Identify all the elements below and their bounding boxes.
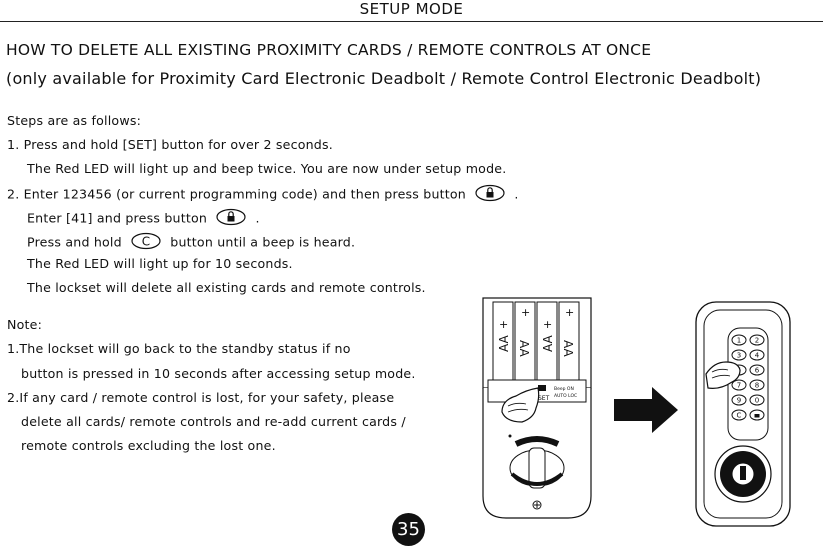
step-1-line-1: 1. Press and hold [SET] button for over …	[7, 137, 333, 152]
note-2-line-1: 2.If any card / remote control is lost, …	[7, 390, 395, 405]
step-2-line-1: 2. Enter 123456 (or current programming …	[7, 184, 519, 206]
keypad-key	[731, 379, 747, 391]
keypad-key	[731, 409, 747, 421]
note-1-line-1: 1.The lockset will go back to the standb…	[7, 341, 351, 356]
svg-text:+: +	[543, 318, 552, 331]
note-title: Note:	[7, 317, 43, 332]
note-2-line-3: remote controls excluding the lost one.	[21, 438, 276, 453]
keypad-key	[749, 379, 765, 391]
keypad-key	[749, 349, 765, 361]
svg-text:+: +	[521, 306, 530, 319]
page-number-badge: 35	[392, 513, 425, 546]
keypad-key	[749, 394, 765, 406]
step-2-line-4: The Red LED will light up for 10 seconds…	[27, 256, 293, 271]
header-title: SETUP MODE	[359, 0, 464, 18]
switch-label-1: Beep ON	[554, 386, 574, 392]
keypad-key-label: C	[737, 412, 742, 420]
steps-intro: Steps are as follows:	[7, 113, 142, 128]
keypad-key-label: 3	[737, 352, 741, 360]
step-2-line-3: Press and hold C button until a beep is …	[27, 232, 355, 254]
keypad-key-label: 6	[755, 367, 760, 375]
step-2-enter-period: .	[255, 210, 260, 226]
c-key-label: C	[142, 234, 151, 248]
step-2-enter-text: Enter [41] and press button	[27, 210, 208, 226]
note-2-line-2: delete all cards/ remote controls and re…	[21, 414, 406, 429]
header-rule	[0, 21, 823, 22]
keypad-key-label: 0	[755, 397, 759, 405]
battery-label: AA	[561, 340, 575, 358]
battery-label: AA	[497, 334, 511, 352]
lock-interior-illustration: + + + + AA AA AA AA SET Beep ON AUTO LOC	[482, 297, 592, 519]
step-2-period: .	[514, 186, 519, 202]
lock-exterior-illustration: 1234567890C	[695, 301, 791, 527]
step-2-line-2: Enter [41] and press button .	[27, 208, 260, 230]
section-subheading: (only available for Proximity Card Elect…	[6, 69, 762, 88]
arrow-right-icon	[614, 387, 678, 433]
keypad-key-label: 4	[755, 352, 760, 360]
finger-icon	[501, 387, 540, 423]
step-1-line-2: The Red LED will light up and beep twice…	[27, 161, 507, 176]
keypad-key	[749, 364, 765, 376]
keypad-key	[749, 334, 765, 346]
svg-text:+: +	[499, 318, 508, 331]
battery-label: AA	[517, 340, 531, 358]
keypad-key	[731, 394, 747, 406]
keypad-key	[731, 334, 747, 346]
switch-label-2: AUTO LOC	[554, 393, 577, 399]
section-heading: HOW TO DELETE ALL EXISTING PROXIMITY CAR…	[6, 41, 652, 59]
svg-text:+: +	[565, 306, 574, 319]
keypad-key-label: 1	[737, 337, 741, 345]
keypad-key-label: 8	[755, 382, 759, 390]
step-2-text: 2. Enter 123456 (or current programming …	[7, 186, 466, 202]
keypad-lock-icon	[754, 414, 760, 418]
keypad-key-label: 9	[737, 397, 741, 405]
keypad-key-label: 2	[755, 337, 759, 345]
step-2-line-5: The lockset will delete all existing car…	[27, 280, 426, 295]
keypad-key-label: 7	[737, 382, 741, 390]
set-label: SET	[538, 395, 550, 402]
lock-button-icon	[215, 208, 247, 230]
step-2-hold-text: Press and hold	[27, 234, 122, 250]
battery-label: AA	[541, 334, 555, 352]
c-button-icon: C	[130, 232, 162, 254]
note-1-line-2: button is pressed in 10 seconds after ac…	[21, 366, 416, 381]
step-2-hold-rest: button until a beep is heard.	[170, 234, 356, 250]
lock-button-icon	[474, 184, 506, 206]
keypad-key	[731, 349, 747, 361]
